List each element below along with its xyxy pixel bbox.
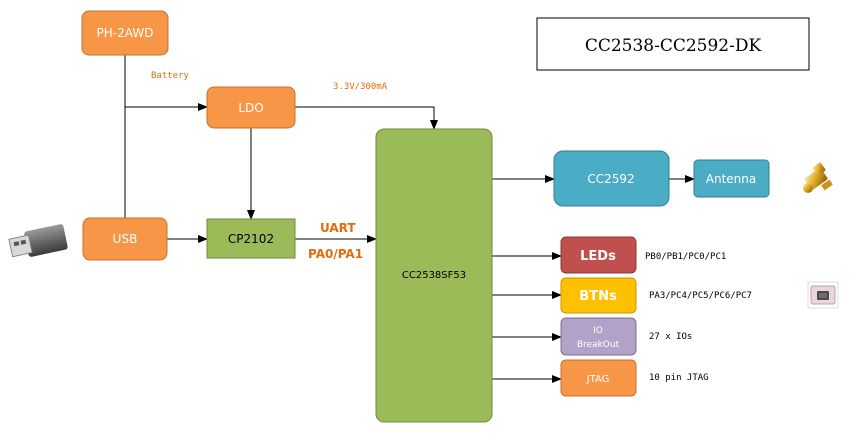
- block-mcu: CC2538SF53: [375, 128, 493, 423]
- diagram-title: CC2538-CC2592-DK: [585, 36, 762, 56]
- block-io-breakout: IO BreakOut: [560, 317, 637, 356]
- usb-plug-icon: [8, 224, 68, 258]
- block-io-label-line2: BreakOut: [577, 340, 620, 350]
- block-cp2102: CP2102: [206, 218, 296, 259]
- block-ldo-label: LDO: [238, 101, 263, 115]
- block-mcu-label: CC2538SF53: [402, 270, 466, 281]
- battery-label: Battery: [151, 71, 190, 81]
- block-ldo: LDO: [206, 86, 296, 129]
- block-cc2592: CC2592: [553, 150, 670, 207]
- ldo-output-label: 3.3V/300mA: [333, 82, 388, 92]
- block-btns: BTNs: [560, 277, 637, 314]
- btns-pins-label: PA3/PC4/PC5/PC6/PC7: [649, 291, 752, 301]
- uart-pins-label: PA0/PA1: [308, 247, 363, 261]
- sma-connector-icon: [803, 162, 833, 193]
- block-antenna-label: Antenna: [706, 172, 756, 186]
- block-antenna: Antenna: [693, 159, 770, 198]
- connections: [124, 55, 695, 383]
- io-count-label: 27 x IOs: [649, 332, 692, 342]
- block-ph2awd: PH-2AWD: [81, 10, 169, 56]
- block-usb-label: USB: [113, 232, 138, 246]
- title-box: CC2538-CC2592-DK: [536, 17, 810, 71]
- block-leds-label: LEDs: [580, 249, 616, 264]
- block-usb: USB: [82, 217, 168, 261]
- uart-label: UART: [320, 221, 356, 235]
- block-btns-label: BTNs: [579, 289, 617, 304]
- block-leds: LEDs: [560, 236, 637, 274]
- block-cc2592-label: CC2592: [587, 172, 634, 186]
- block-io-label-line1: IO: [593, 326, 603, 336]
- tact-switch-icon: [807, 281, 839, 309]
- ldo-to-mcu-arrow: [295, 106, 438, 130]
- leds-pins-label: PB0/PB1/PC0/PC1: [645, 252, 726, 262]
- block-jtag: JTAG: [560, 359, 637, 397]
- block-cp2102-label: CP2102: [228, 232, 274, 246]
- block-ph2awd-label: PH-2AWD: [97, 26, 154, 40]
- block-jtag-label: JTAG: [586, 374, 610, 385]
- jtag-desc-label: 10 pin JTAG: [649, 373, 709, 383]
